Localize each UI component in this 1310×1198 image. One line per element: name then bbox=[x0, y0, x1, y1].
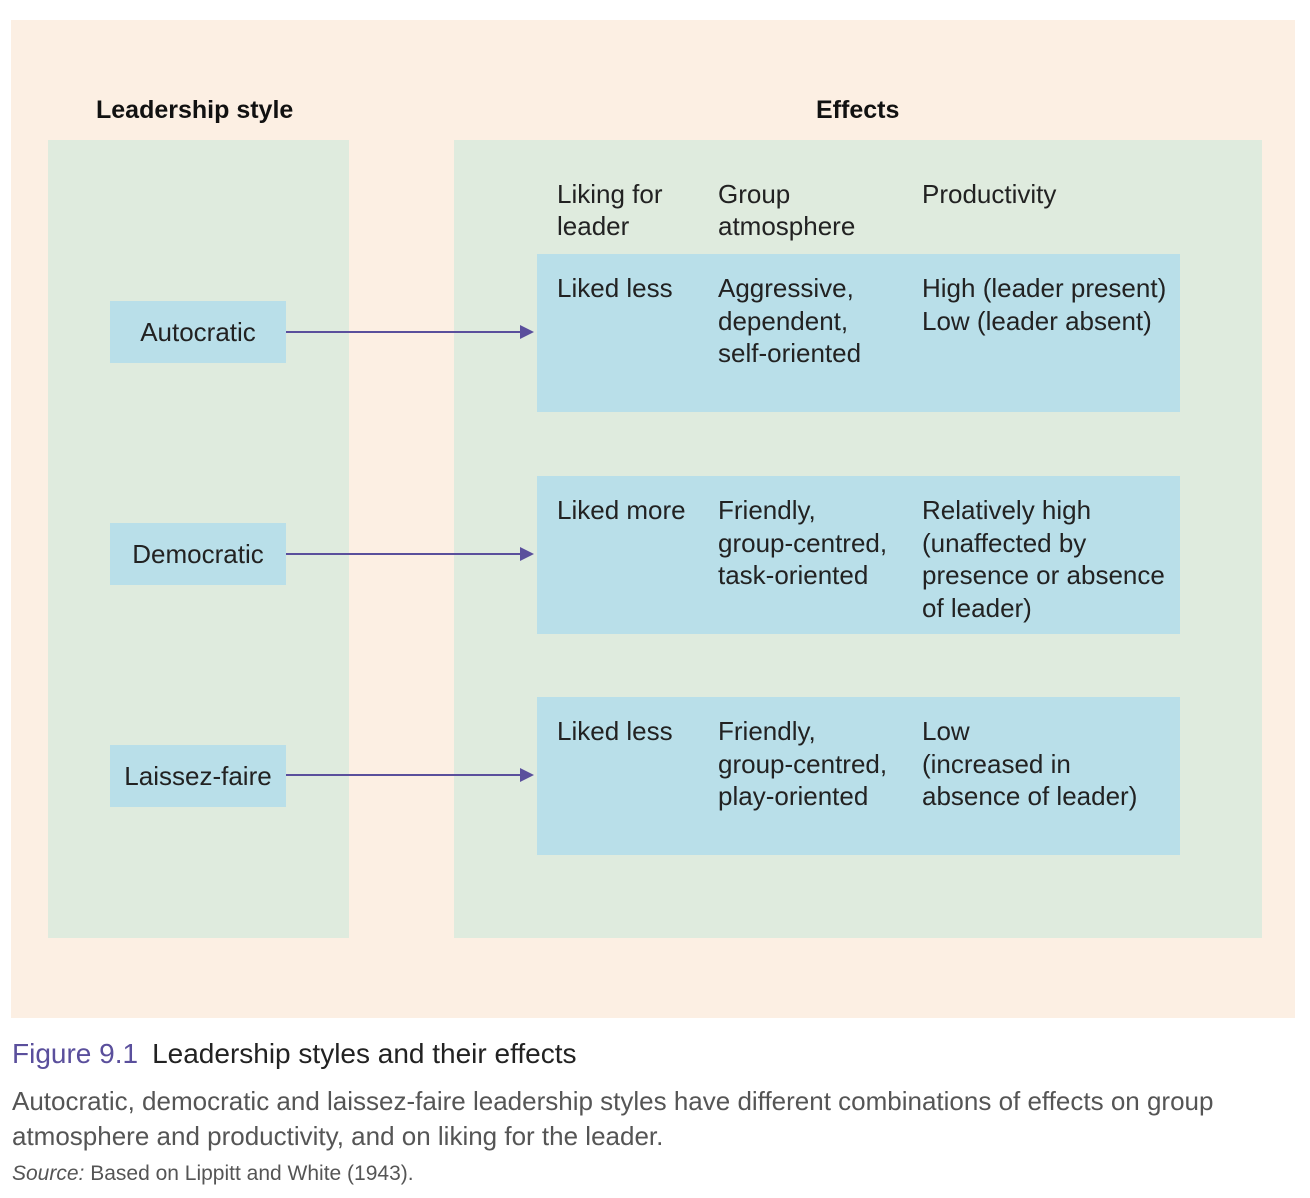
atmosphere-cell: Friendly, group-centred, task-oriented bbox=[718, 495, 888, 590]
productivity-cell: Relatively high (unaffected by presence … bbox=[922, 495, 1165, 623]
figure-title-text: Leadership styles and their effects bbox=[152, 1038, 577, 1069]
atmosphere-cell: Aggressive, dependent, self-oriented bbox=[718, 273, 862, 368]
atmosphere-cell: Friendly, group-centred, play-oriented bbox=[718, 716, 888, 811]
effect-row-laissez-faire: Liked less Friendly, group-centred, play… bbox=[537, 697, 1180, 855]
productivity-cell: High (leader present) Low (leader absent… bbox=[922, 273, 1167, 336]
figure-number: Figure 9.1 bbox=[12, 1038, 139, 1069]
figure-source: Source: Based on Lippitt and White (1943… bbox=[12, 1162, 414, 1186]
arrow-laissez-faire bbox=[286, 768, 534, 782]
source-text: Based on Lippitt and White (1943). bbox=[84, 1162, 414, 1185]
arrow-autocratic bbox=[286, 325, 534, 339]
liking-cell: Liked less bbox=[557, 716, 673, 746]
source-label: Source: bbox=[12, 1162, 85, 1185]
style-box-autocratic: Autocratic bbox=[110, 301, 286, 363]
figure-caption: Autocratic, democratic and laissez-faire… bbox=[12, 1086, 1214, 1151]
liking-cell: Liked more bbox=[557, 495, 686, 525]
effect-row-autocratic: Liked less Aggressive, dependent, self-o… bbox=[537, 254, 1180, 412]
productivity-cell: Low (increased in absence of leader) bbox=[922, 716, 1138, 811]
atmosphere-column-header: Group atmosphere bbox=[718, 179, 856, 241]
liking-column-header: Liking for leader bbox=[557, 179, 663, 241]
figure-title: Figure 9.1 Leadership styles and their ef… bbox=[12, 1038, 576, 1070]
productivity-column-header: Productivity bbox=[922, 179, 1057, 209]
style-box-laissez-faire: Laissez-faire bbox=[110, 745, 286, 807]
leadership-style-heading: Leadership style bbox=[96, 96, 294, 124]
liking-cell: Liked less bbox=[557, 273, 673, 303]
effects-heading: Effects bbox=[816, 96, 900, 124]
effect-row-democratic: Liked more Friendly, group-centred, task… bbox=[537, 476, 1180, 634]
arrow-democratic bbox=[286, 547, 534, 561]
style-box-democratic: Democratic bbox=[110, 523, 286, 585]
